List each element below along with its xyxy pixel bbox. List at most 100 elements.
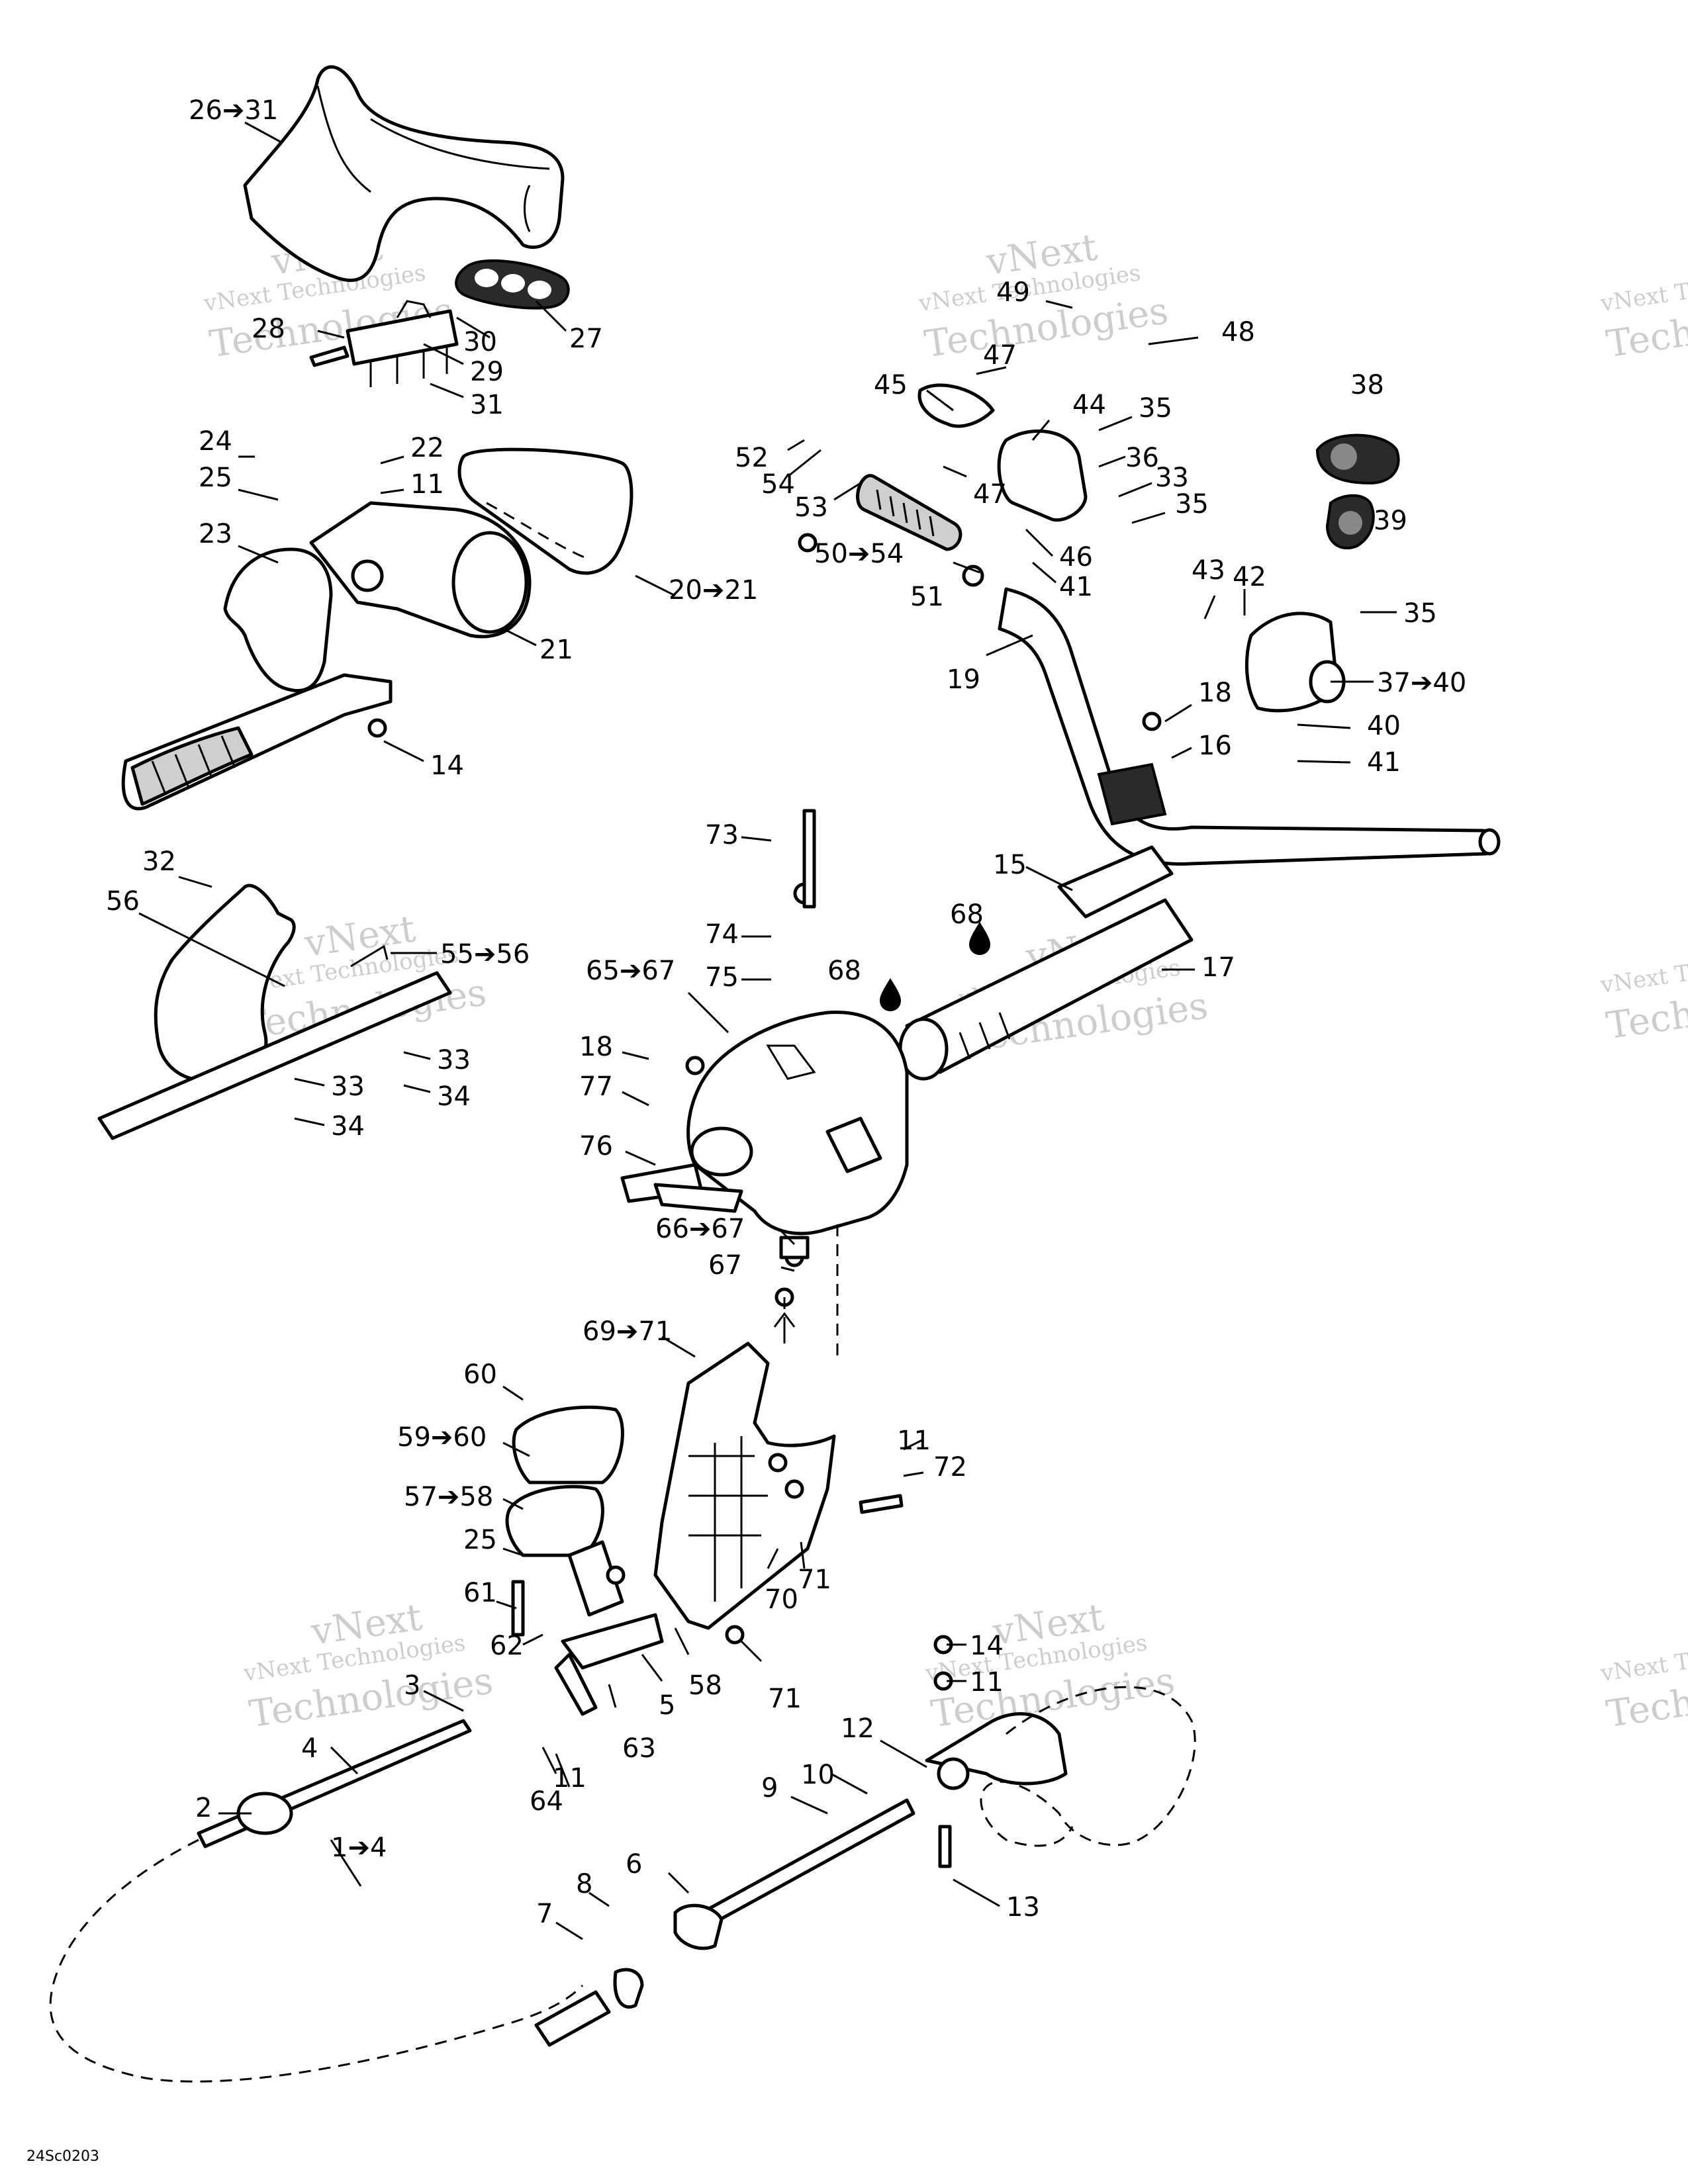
- grease-drop-icon: [880, 978, 901, 1011]
- callout: 6: [626, 1849, 642, 1880]
- callout: 12: [841, 1713, 874, 1744]
- vts-switch: [1325, 494, 1375, 550]
- callout: 49: [996, 277, 1030, 308]
- callout: 44: [1072, 390, 1106, 420]
- callout: 24: [199, 426, 232, 457]
- callout: 64: [530, 1786, 563, 1817]
- fasteners: [367, 533, 1162, 1868]
- callout: 39: [1374, 506, 1407, 536]
- nozzle-lever: [925, 1686, 1196, 1847]
- callout: 31: [470, 390, 504, 420]
- callout: 32: [142, 846, 176, 877]
- callout: 61: [463, 1578, 497, 1608]
- callout: 36: [1125, 443, 1159, 473]
- callout: 22: [410, 433, 444, 463]
- callout: 33: [437, 1045, 471, 1075]
- callout: 29: [470, 357, 504, 387]
- callout: 68: [827, 956, 861, 986]
- alignment-arrow: [773, 1312, 796, 1343]
- callout: 9: [761, 1773, 778, 1803]
- callout: 74: [705, 919, 739, 950]
- watermark-8: vNext Technologies vNext Technologies: [923, 1596, 1178, 1736]
- callout: 57➔58: [404, 1482, 493, 1512]
- callout: 20➔21: [669, 575, 758, 606]
- parts-artwork: [49, 65, 1501, 2083]
- callout: 42: [1233, 562, 1266, 592]
- callout: 16: [1198, 731, 1232, 761]
- handlebar: [998, 587, 1501, 866]
- callout: 68: [950, 899, 984, 930]
- steering-support-housing: [620, 1011, 909, 1236]
- callout: 15: [993, 850, 1027, 880]
- switch-bracket: [309, 300, 459, 387]
- steering-cable-1: [49, 1719, 584, 2083]
- callout: 52: [735, 443, 769, 473]
- throttle-guard: [97, 884, 452, 1140]
- watermark-7: vNext Technologies vNext Technologies: [242, 1596, 496, 1736]
- callout: 43: [1192, 555, 1225, 586]
- callout: 1➔4: [331, 1833, 387, 1863]
- callout: 62: [490, 1631, 524, 1661]
- callout: 21: [539, 635, 573, 665]
- callout: 26➔31: [189, 95, 278, 126]
- right-switch-housing: [1245, 612, 1346, 713]
- callout: 37➔40: [1377, 668, 1466, 698]
- steering-cable-2: [534, 1798, 915, 2047]
- callout: 11: [970, 1667, 1004, 1698]
- callout: 3: [404, 1670, 420, 1701]
- callout: 8: [576, 1869, 592, 1899]
- callout: 46: [1059, 542, 1093, 572]
- steering-housing-left: [121, 501, 532, 811]
- callout: 47: [983, 340, 1017, 371]
- callout: 60: [463, 1359, 497, 1390]
- leader-lines: [138, 121, 1397, 1940]
- grip-pad: [457, 447, 633, 575]
- watermark-line1: vNext Technologies: [1599, 941, 1688, 999]
- watermark-3: vNext Technologies Technologies: [1599, 259, 1688, 366]
- steering-stem: [898, 845, 1194, 1081]
- callout: 11: [897, 1426, 931, 1456]
- switch-plate: [455, 259, 570, 310]
- callout: 47: [973, 479, 1007, 510]
- callout: 33: [1155, 463, 1189, 493]
- watermark-6: vNext Technologies Technologies: [1599, 941, 1688, 1048]
- right-grip-assembly: [856, 383, 1088, 551]
- callout: 71: [798, 1565, 831, 1595]
- callout: 72: [933, 1452, 967, 1482]
- callout: 34: [331, 1111, 365, 1142]
- callout: 5: [659, 1690, 675, 1721]
- callout: 69➔71: [583, 1316, 672, 1347]
- callout: 27: [569, 324, 603, 354]
- callout: 51: [910, 582, 944, 612]
- callout: 63: [622, 1733, 656, 1764]
- callout: 30: [463, 327, 497, 357]
- callout: 66➔67: [655, 1214, 745, 1244]
- callout: 55➔56: [440, 939, 530, 970]
- callout: 40: [1367, 711, 1401, 741]
- callout: 70: [765, 1584, 798, 1615]
- callout-labels: 26➔31 28 30 27 29 31 49 48 47 45 44 35 3…: [106, 95, 1466, 1929]
- callout: 14: [430, 751, 464, 781]
- callout: 28: [252, 314, 285, 344]
- callout: 65➔67: [586, 956, 675, 986]
- callout: 23: [199, 519, 232, 549]
- callout: 38: [1350, 370, 1384, 400]
- callout: 25: [199, 463, 232, 493]
- callout: 73: [705, 820, 739, 850]
- callout: 41: [1059, 572, 1093, 602]
- callout: 33: [331, 1071, 365, 1102]
- callout: 25: [463, 1525, 497, 1555]
- callout: 17: [1201, 952, 1235, 983]
- callout: 18: [1198, 678, 1232, 708]
- callout: 77: [579, 1071, 613, 1102]
- callout: 76: [579, 1131, 613, 1161]
- callout: 53: [794, 492, 828, 523]
- callout: 35: [1175, 489, 1209, 520]
- callout: 56: [106, 886, 140, 917]
- handlebar-cover: [243, 65, 565, 283]
- callout: 34: [437, 1081, 471, 1112]
- callout: 7: [536, 1899, 553, 1929]
- watermark-line1: vNext Technologies: [1599, 1629, 1688, 1687]
- callout: 58: [688, 1670, 722, 1701]
- callout: 4: [301, 1733, 318, 1764]
